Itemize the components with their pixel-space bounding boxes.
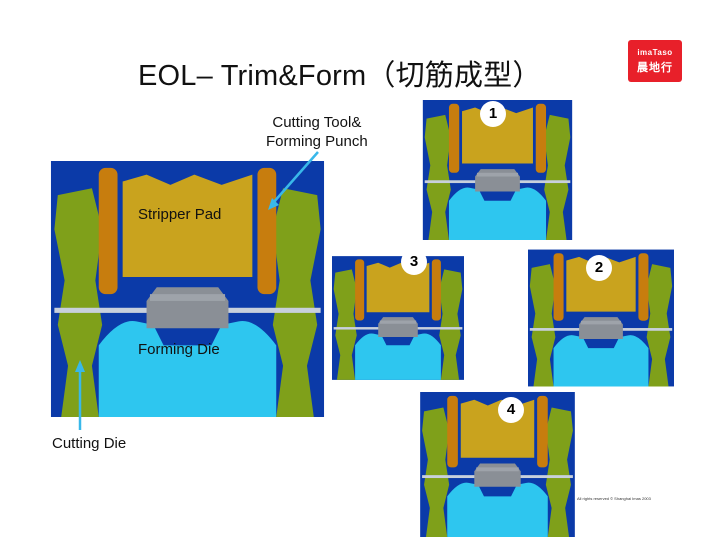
- copyright-text: All rights reserved © Shanghai Imas 2003: [577, 496, 651, 501]
- company-logo: imaTaso 晨地行: [628, 40, 682, 82]
- pointer-arrow-head: [268, 198, 279, 210]
- forming-die-label: Forming Die: [138, 341, 220, 358]
- slide-title: EOL– Trim&Form（切筋成型）: [138, 60, 542, 92]
- step-badge-4: 4: [498, 397, 524, 423]
- pointer-arrow-head: [75, 360, 85, 372]
- step-badge-1: 1: [480, 101, 506, 127]
- cutting-tool-label: Cutting Tool& Forming Punch: [266, 114, 368, 150]
- logo-text-top: imaTaso: [637, 48, 673, 57]
- logo-text-bottom: 晨地行: [637, 62, 673, 74]
- pointer-arrow: [272, 151, 319, 204]
- step-badge-2: 2: [586, 255, 612, 281]
- cutting-die-label: Cutting Die: [52, 435, 127, 452]
- stripper-pad-label: Stripper Pad: [138, 206, 222, 223]
- step-badge-3: 3: [401, 249, 427, 275]
